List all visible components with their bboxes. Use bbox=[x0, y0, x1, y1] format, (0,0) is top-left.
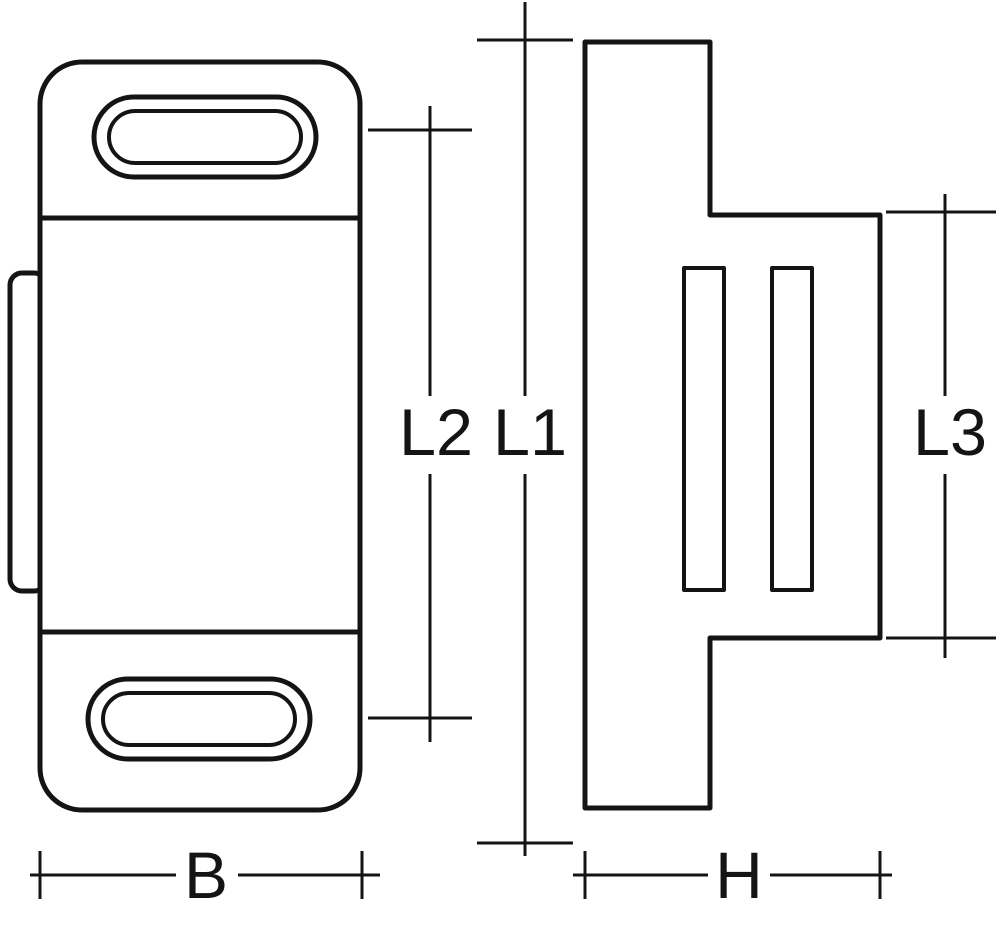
side-view bbox=[582, 39, 883, 811]
front-view bbox=[7, 59, 363, 813]
dimension-b: B bbox=[30, 838, 380, 912]
dimension-label-b: B bbox=[184, 838, 228, 912]
dimension-l3: L3 bbox=[886, 194, 996, 658]
bottom-screw-slot-inner bbox=[101, 691, 297, 747]
bottom-screw-slot-outer bbox=[85, 676, 313, 762]
top-screw-slot-outer bbox=[91, 94, 319, 180]
magnet-slot-left bbox=[682, 266, 726, 592]
dimension-l1: L1 bbox=[477, 2, 573, 856]
dimension-label-l3: L3 bbox=[913, 395, 987, 469]
dimension-label-l2: L2 bbox=[399, 395, 473, 469]
magnet-slot-right bbox=[770, 266, 814, 592]
dimension-l2: L2 bbox=[368, 106, 473, 742]
dimension-h: H bbox=[573, 838, 892, 912]
dimension-label-h: H bbox=[715, 838, 763, 912]
front-view-body-outline bbox=[37, 59, 363, 813]
dimension-label-l1: L1 bbox=[493, 395, 567, 469]
top-screw-slot-inner bbox=[107, 109, 303, 165]
side-view-profile-outline bbox=[582, 39, 883, 811]
